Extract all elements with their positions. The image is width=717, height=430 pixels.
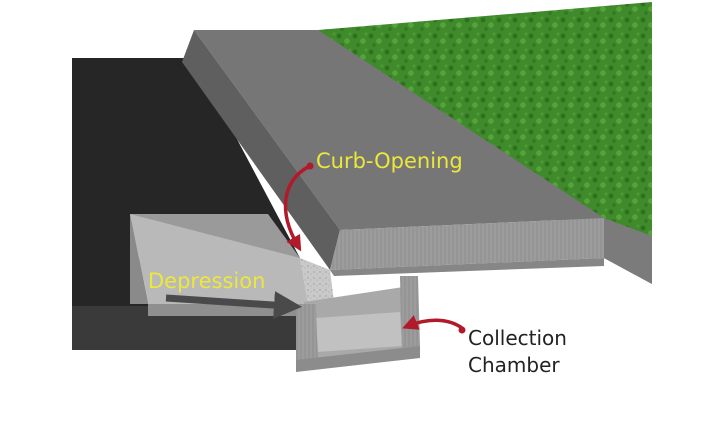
curb-opening-pointer-dot: [306, 162, 314, 170]
collection-chamber-pointer-arrow: [402, 315, 464, 330]
curb-top: [194, 30, 604, 230]
chamber-floor: [316, 312, 402, 352]
flow-arrow: [165, 291, 302, 320]
chamber-front-lip: [296, 346, 420, 372]
curb-opening-pointer-arrow: [283, 164, 311, 252]
depression-side: [130, 214, 148, 304]
curb-opening-label: Curb-Opening: [316, 149, 463, 173]
depression-surface: [130, 214, 308, 304]
curb-underside: [330, 258, 604, 276]
chamber-left-wall: [296, 304, 318, 368]
collection-chamber-label-line2: Chamber: [468, 353, 560, 377]
curb-front-slope: [182, 30, 340, 270]
curb-vertical-face: [330, 218, 604, 270]
depression-label: Depression: [148, 269, 266, 293]
asphalt-road-edge: [72, 306, 300, 350]
collection-chamber-label-line1: Collection: [468, 326, 567, 350]
chamber-right-wall: [400, 276, 420, 356]
grass-lawn-edge: [604, 218, 652, 284]
collection-chamber-pointer-dot: [458, 326, 466, 334]
curb-opening: [300, 258, 334, 304]
